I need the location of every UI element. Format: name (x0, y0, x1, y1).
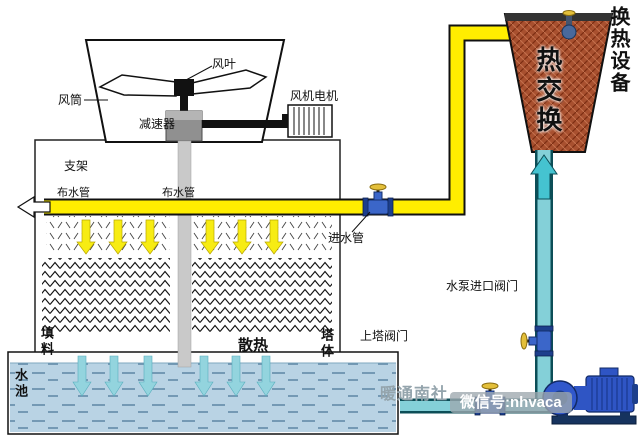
label-fan-blade: 风叶 (212, 57, 237, 71)
label-dist-pipe-right: 布水管 (162, 187, 195, 199)
label-hx-equipment: 换热设备 (607, 6, 629, 94)
label-reducer: 减速器 (139, 117, 176, 131)
spray-arrows (76, 219, 284, 255)
fan-hub (174, 79, 194, 96)
fill-media (42, 258, 332, 332)
hx-top-fitting-icon (561, 10, 577, 40)
flow-up-arrow-icon (530, 154, 558, 200)
fan-motor-icon (287, 104, 333, 138)
leader-lines (84, 65, 371, 233)
inlet-valve-icon (362, 183, 394, 217)
pump-bracket (574, 386, 588, 410)
pump-base (551, 415, 637, 425)
cool-water-pipes (400, 150, 558, 414)
water-basin (7, 351, 399, 435)
drive-shaft (202, 120, 286, 128)
heat-exchanger-top-band (505, 13, 612, 21)
water-arrows (72, 355, 276, 397)
overflow-arrow-icon (16, 195, 51, 219)
watermark-wechat: 微信号:nhvaca (450, 392, 572, 414)
label-pump-inlet-valve: 水泵进口阀门 (446, 279, 519, 293)
pump-motor-fins (591, 378, 628, 410)
riser-valve-icon (520, 325, 554, 357)
center-column (177, 140, 192, 368)
fan-shaft (180, 96, 188, 118)
label-bracket: 支架 (64, 159, 89, 173)
motor-fins (293, 107, 325, 135)
label-heat-dissipation: 散热 (238, 337, 269, 354)
pump-foot-right (620, 410, 630, 418)
label-fan-duct: 风筒 (58, 93, 83, 107)
watermark-brand: 暖通南社 (380, 386, 449, 403)
spray-right (192, 216, 332, 254)
gearbox-top (166, 111, 202, 120)
label-fan-motor: 风机电机 (290, 89, 339, 103)
label-inlet-pipe: 进水管 (328, 231, 365, 245)
label-water-pool: 水池 (12, 368, 28, 400)
label-tower-body: 塔体 (318, 328, 334, 360)
fill-left (42, 258, 170, 332)
label-heat-exchange: 热交换 (532, 46, 563, 136)
label-up-tower-valve: 上塔阀门 (360, 329, 409, 343)
fill-right (192, 258, 332, 332)
pump-end-cap (632, 384, 638, 404)
label-fill: 填料 (38, 326, 54, 358)
heat-exchanger (503, 10, 614, 153)
motor-coupling (282, 114, 288, 128)
label-dist-pipe-left: 布水管 (57, 187, 90, 199)
